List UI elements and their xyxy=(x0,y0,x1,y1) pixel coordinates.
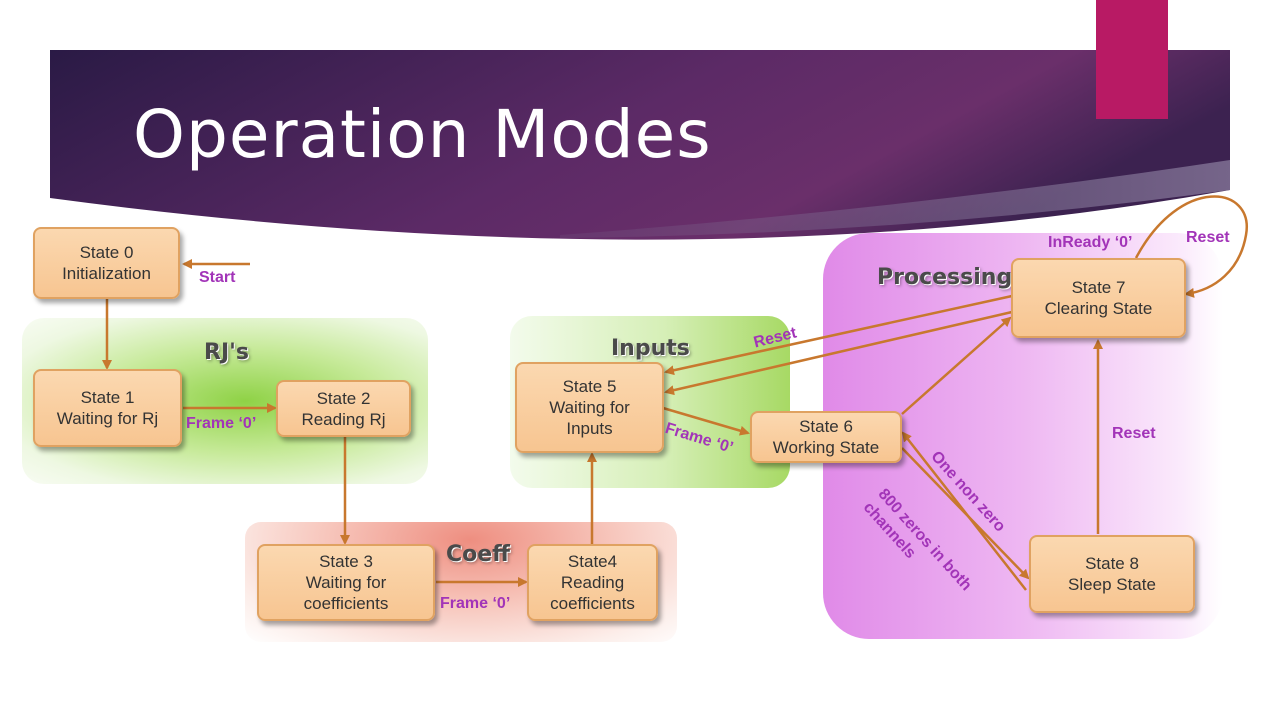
label-inready: InReady ‘0’ xyxy=(1048,234,1133,251)
label-frame-s3-s4: Frame ‘0’ xyxy=(440,595,511,612)
group-label-inputs: Inputs xyxy=(611,336,690,361)
group-label-processing: Processing xyxy=(877,265,1013,290)
label-frame-s1-s2: Frame ‘0’ xyxy=(186,415,257,432)
slide-title: Operation Modes xyxy=(133,96,712,173)
label-start: Start xyxy=(199,269,236,286)
label-reset-s8-s7: Reset xyxy=(1112,425,1156,442)
group-label-coeff: Coeff xyxy=(446,542,511,567)
label-reset-s7-self: Reset xyxy=(1186,229,1230,246)
accent-bar xyxy=(1096,0,1168,119)
group-label-rj: RJ's xyxy=(204,340,249,365)
